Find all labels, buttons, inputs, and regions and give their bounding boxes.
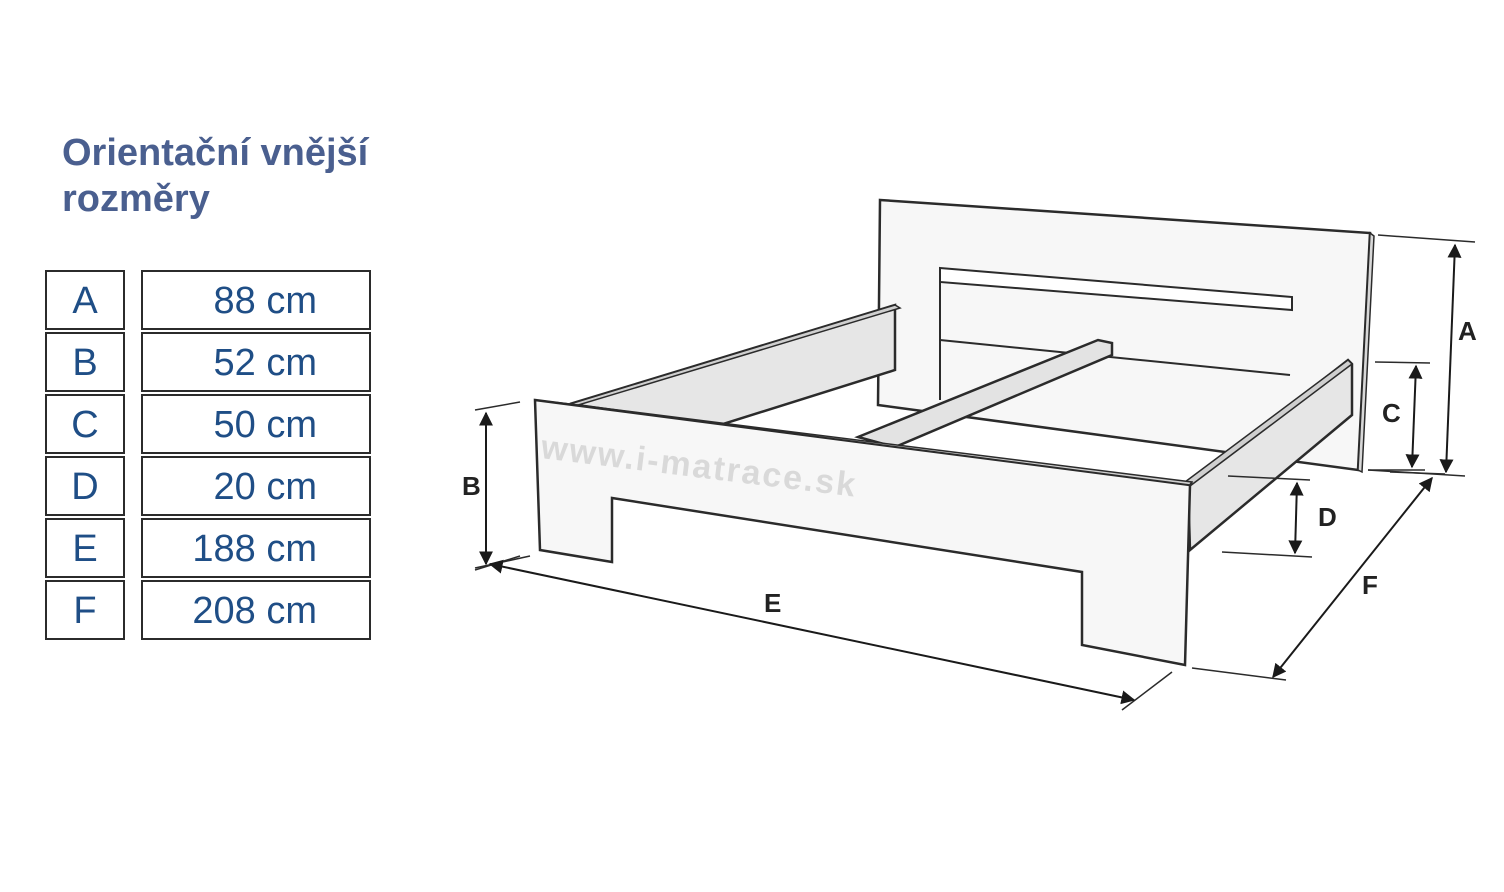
dimension-letter: A	[45, 270, 125, 330]
dimension-label-b: B	[462, 471, 481, 501]
left-side-rail	[567, 303, 902, 427]
dimension-letter: C	[45, 394, 125, 454]
dimension-letter: B	[45, 332, 125, 392]
dimension-letter: F	[45, 580, 125, 640]
dimension-label-a: A	[1458, 316, 1477, 346]
dimension-a: A	[1367, 234, 1477, 477]
title-line-2: rozměry	[62, 178, 210, 220]
dimension-value: 20 cm	[141, 456, 371, 516]
dimension-letter: E	[45, 518, 125, 578]
dimension-c: C	[1368, 361, 1431, 471]
dimension-label-e: E	[764, 588, 781, 618]
dimension-value: 208 cm	[141, 580, 371, 640]
title-line-1: Orientační vnější	[62, 132, 369, 174]
dimension-label-d: D	[1318, 502, 1337, 532]
page-title: Orientační vnější rozměry	[62, 130, 462, 222]
dimension-value: 88 cm	[141, 270, 371, 330]
dimension-value: 52 cm	[141, 332, 371, 392]
dimension-b: B	[462, 401, 531, 569]
dimension-f: F	[1191, 471, 1446, 681]
dimension-value: 50 cm	[141, 394, 371, 454]
dimension-label-c: C	[1382, 398, 1401, 428]
dimension-letter: D	[45, 456, 125, 516]
dimension-e: E	[474, 555, 1173, 711]
dimension-value: 188 cm	[141, 518, 371, 578]
dimension-label-f: F	[1362, 570, 1378, 600]
